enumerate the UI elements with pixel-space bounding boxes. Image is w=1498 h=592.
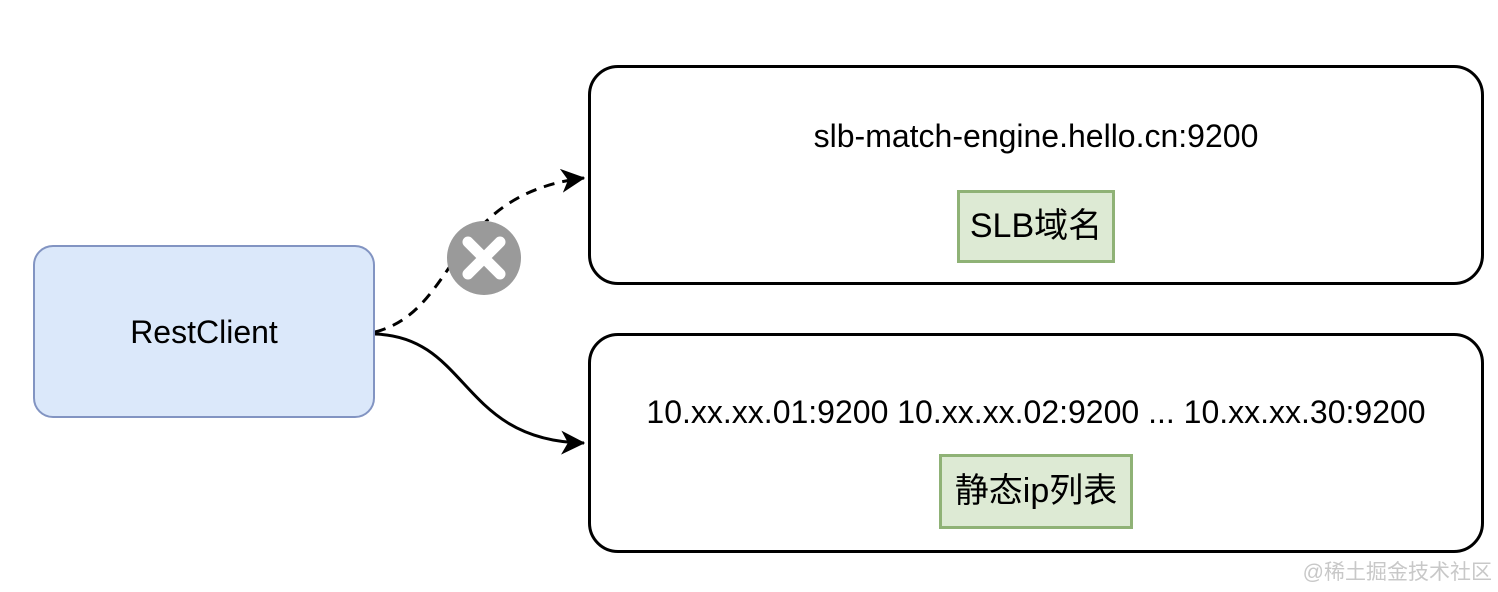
cross-glyph — [462, 236, 506, 280]
slb-address-text: slb-match-engine.hello.cn:9200 — [813, 118, 1259, 154]
blocked-connection-dashed-arrow — [374, 168, 586, 334]
watermark: @稀土掘金技术社区 — [1302, 561, 1492, 584]
static-ip-list-node: 10.xx.xx.01:9200 10.xx.xx.02:9200 ... 10… — [588, 333, 1484, 553]
restclient-node: RestClient — [33, 245, 375, 418]
active-connection-solid-arrow — [374, 332, 586, 455]
ip-list-tag-label: 静态ip列表 — [938, 454, 1134, 529]
slb-tag-label: SLB域名 — [956, 190, 1116, 263]
restclient-label: RestClient — [130, 313, 278, 350]
ip-list-address-text: 10.xx.xx.01:9200 10.xx.xx.02:9200 ... 10… — [646, 394, 1426, 430]
cross-circle — [447, 221, 521, 295]
slb-domain-node: slb-match-engine.hello.cn:9200 SLB域名 — [588, 65, 1484, 285]
blocked-cross-icon — [447, 221, 521, 295]
